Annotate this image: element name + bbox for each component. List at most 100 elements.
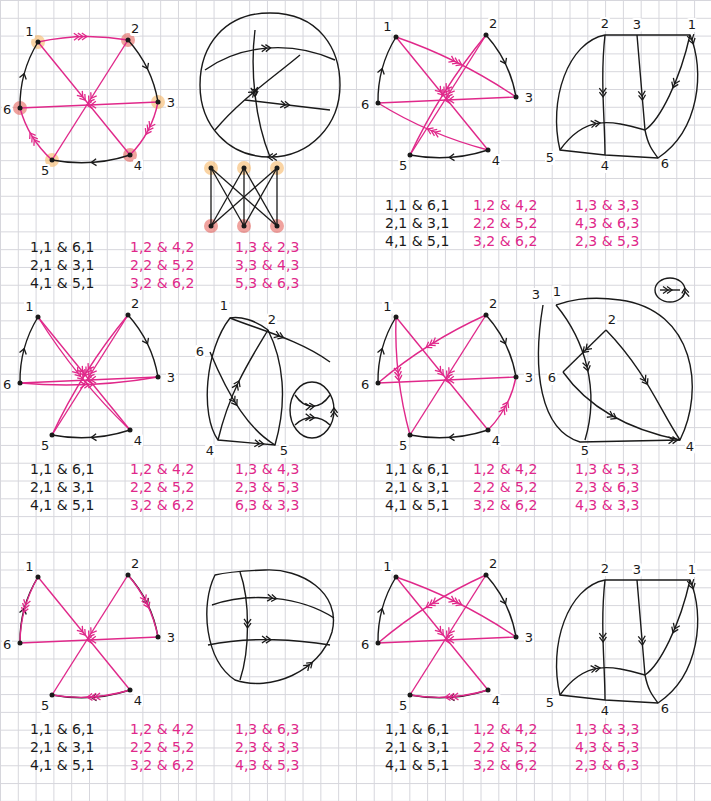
embedding-curve [637, 35, 658, 158]
table-cell: 1,1 & 6,1 [385, 198, 449, 213]
arrow-mark [91, 627, 97, 633]
vertex-number: 2 [600, 562, 610, 576]
arrow-mark [145, 128, 151, 134]
vertex-number: 1 [382, 300, 392, 314]
table-cell: 1,2 & 4,2 [130, 240, 194, 255]
vertex-dot [376, 101, 381, 106]
table-cell: 6,3 & 3,3 [235, 498, 299, 513]
vertex-dot [408, 433, 413, 438]
arrow-mark [672, 437, 677, 444]
bipartite-edge [211, 168, 244, 226]
arrow-mark [142, 63, 148, 69]
table-cell: 3,2 & 6,2 [130, 276, 194, 291]
arrow-mark [309, 414, 314, 421]
embedding-curve [245, 100, 330, 110]
vertex-number: 1 [219, 299, 229, 313]
table-cell: 1,3 & 4,3 [235, 462, 299, 477]
arrow-mark [595, 665, 600, 672]
vertex-number: 6 [360, 638, 370, 652]
table-cell: 2,1 & 3,1 [30, 740, 94, 755]
arrow-mark [501, 406, 507, 412]
vertex-dot [36, 315, 41, 320]
table-cell: 2,1 & 3,1 [385, 740, 449, 755]
arrow-mark [79, 94, 85, 100]
arrow-mark [22, 607, 29, 613]
embedding-curve [207, 570, 334, 684]
arrow-mark [306, 662, 312, 668]
arrow-mark [672, 82, 678, 88]
table-cell: 4,1 & 5,1 [30, 758, 94, 773]
arrow-mark [32, 136, 38, 142]
vertex-number: 1 [382, 20, 392, 34]
table-cell: 1,1 & 6,1 [385, 462, 449, 477]
vertex-number: 4 [133, 434, 143, 448]
arrow-mark [262, 636, 267, 643]
black-edge [378, 317, 396, 383]
vertex-number: 4 [600, 159, 610, 173]
table-cell: 2,3 & 5,3 [575, 234, 639, 249]
arrow-mark [231, 399, 237, 405]
vertex-dot [36, 40, 41, 45]
embedding-curve [563, 330, 606, 372]
arrow-mark [19, 74, 26, 80]
vertex-number: 3 [524, 371, 534, 385]
vertex-dot [394, 575, 399, 580]
pink-edge [130, 102, 158, 155]
vertex-number: 5 [40, 164, 50, 178]
arrow-mark [84, 370, 90, 376]
vertex-dot [50, 693, 55, 698]
table-cell: 4,3 & 3,3 [575, 498, 639, 513]
table-cell: 1,1 & 6,1 [30, 240, 94, 255]
vertex-dot [394, 315, 399, 320]
embedding-curve [645, 580, 690, 675]
arrow-mark [34, 140, 40, 146]
table-cell: 4,1 & 5,1 [385, 234, 449, 249]
arrow-mark [79, 629, 85, 635]
arrow-mark [448, 596, 454, 602]
arrow-mark [89, 96, 95, 102]
vertex-dot [18, 641, 23, 646]
pink-edge [20, 637, 158, 643]
table-cell: 2,3 & 3,3 [235, 740, 299, 755]
table-cell: 3,2 & 6,2 [473, 234, 537, 249]
table-cell: 1,3 & 3,3 [575, 198, 639, 213]
vertex-number: 2 [600, 17, 610, 31]
arrow-mark [140, 594, 146, 600]
arrow-mark [445, 693, 450, 700]
pink-edge [410, 35, 486, 155]
table-cell: 4,1 & 5,1 [30, 276, 94, 291]
arrow-mark [673, 78, 679, 84]
arrow-mark [452, 58, 458, 64]
black-edge [486, 315, 516, 377]
black-edge [128, 40, 158, 102]
vertex-dot [156, 375, 161, 380]
bipartite-edge [244, 168, 277, 226]
table-cell: 1,1 & 6,1 [30, 462, 94, 477]
vertex-number: 4 [491, 434, 501, 448]
arrow-mark [30, 133, 36, 139]
vertex-number: 5 [398, 439, 408, 453]
arrow-mark [88, 381, 93, 388]
embedding-curve [637, 580, 658, 703]
arrow-mark [244, 623, 251, 628]
pink-edge [20, 102, 158, 108]
arrow-mark [435, 131, 441, 137]
pink-edge [378, 575, 486, 643]
table-cell: 3,2 & 6,2 [473, 498, 537, 513]
arrow-mark [500, 58, 506, 64]
arrow-mark [447, 371, 453, 377]
table-cell: 3,2 & 6,2 [130, 498, 194, 513]
black-edge [20, 42, 38, 108]
table-cell: 1,2 & 4,2 [130, 462, 194, 477]
arrow-mark [331, 412, 338, 417]
vertex-dot [209, 224, 214, 229]
table-cell: 4,1 & 5,1 [30, 498, 94, 513]
arrow-mark [682, 288, 689, 293]
arrow-mark [430, 600, 436, 606]
pink-edge [20, 108, 52, 160]
arrow-mark [445, 636, 450, 643]
arrow-mark [271, 595, 276, 602]
arrow-mark [266, 636, 271, 643]
vertex-dot [486, 148, 491, 153]
arrow-mark [673, 623, 679, 629]
